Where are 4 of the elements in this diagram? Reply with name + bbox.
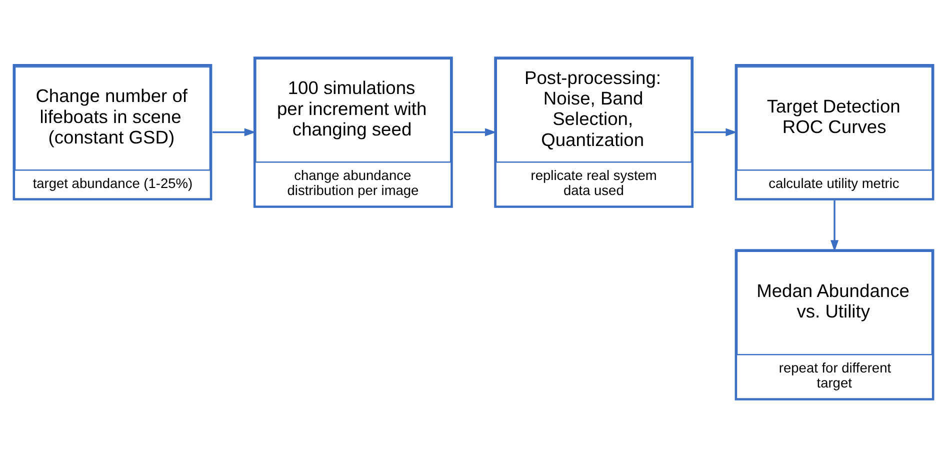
arrow	[453, 128, 497, 136]
arrow	[830, 200, 839, 252]
arrow	[694, 128, 738, 136]
arrow	[212, 128, 256, 136]
